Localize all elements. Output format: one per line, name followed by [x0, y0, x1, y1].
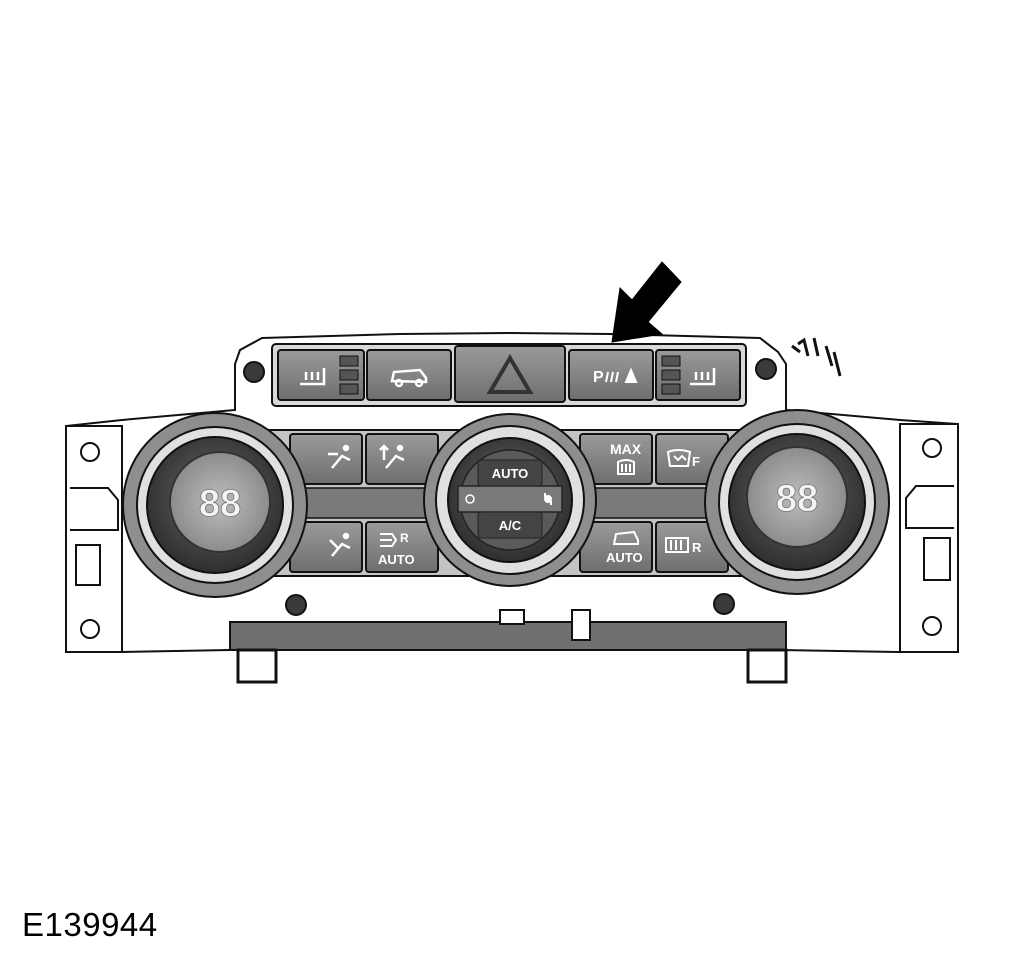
- button-vehicle-mode[interactable]: [366, 349, 452, 401]
- rear-defrost-label: R: [692, 540, 702, 555]
- button-hazard[interactable]: [454, 345, 566, 403]
- center-ac-label: A/C: [499, 518, 522, 533]
- button-heated-seat-right[interactable]: [655, 349, 741, 401]
- left-mount-tab: [65, 425, 123, 653]
- heated-seat-icon: [300, 368, 326, 386]
- right-temperature-display: 88: [776, 478, 818, 520]
- hazard-warning-icon: [486, 354, 534, 394]
- right-display: [746, 446, 848, 548]
- left-lower-hole-icon: [80, 619, 100, 639]
- left-upper-hole-icon: [80, 442, 100, 462]
- callout-arrow-icon: [611, 261, 682, 343]
- center-fan-knob[interactable]: AUTO A/C: [423, 413, 597, 587]
- button-max-defrost[interactable]: MAX: [579, 433, 653, 485]
- parking-aid-icon: [605, 367, 638, 383]
- left-temperature-display: 88: [199, 483, 241, 525]
- rear-defrost-icon: [665, 537, 689, 553]
- button-recirculation-auto[interactable]: R AUTO: [365, 521, 439, 573]
- right-clip: [746, 648, 788, 684]
- max-defrost-label: MAX: [610, 441, 642, 457]
- figure-id: E139944: [22, 906, 158, 943]
- center-auto-label: AUTO: [492, 466, 529, 481]
- left-display: [169, 451, 271, 553]
- button-air-face[interactable]: [289, 433, 363, 485]
- vehicle-auto-icon: [612, 530, 639, 545]
- button-vehicle-auto[interactable]: AUTO: [579, 521, 653, 573]
- right-lower-hole-icon: [922, 616, 942, 636]
- front-defrost-icon: [666, 449, 692, 467]
- fan-high-icon: [544, 493, 552, 505]
- air-distribution-screen-icon: [379, 444, 405, 469]
- vehicle-icon: [390, 368, 428, 388]
- bottom-rail: [229, 621, 787, 651]
- left-temperature-knob[interactable]: 88: [122, 412, 308, 598]
- button-parking-aid[interactable]: P: [568, 349, 654, 401]
- ac-button[interactable]: [477, 511, 543, 539]
- cut-mark: [791, 337, 842, 377]
- auto-button[interactable]: [477, 459, 543, 487]
- screw-icon: [285, 594, 307, 616]
- screw-icon: [713, 593, 735, 615]
- front-defrost-label: F: [692, 454, 700, 469]
- left-clip: [236, 648, 278, 684]
- vehicle-auto-label: AUTO: [606, 550, 643, 565]
- parking-aid-label: P: [593, 369, 604, 386]
- right-temperature-knob[interactable]: 88: [704, 409, 890, 595]
- fan-low-icon: [465, 494, 475, 504]
- button-air-feet[interactable]: [289, 521, 363, 573]
- recirculation-rear-label: R: [400, 531, 409, 545]
- right-upper-hole-icon: [922, 438, 942, 458]
- button-heated-seat-left[interactable]: [277, 349, 365, 401]
- air-distribution-feet-icon: [329, 532, 351, 557]
- screw-icon: [755, 358, 777, 380]
- recirculation-auto-label: AUTO: [378, 552, 415, 567]
- screw-icon: [243, 361, 265, 383]
- max-defrost-icon: [617, 459, 635, 475]
- heated-seat-icon: [690, 368, 716, 386]
- air-distribution-face-icon: [328, 444, 351, 469]
- recirculation-icon: [380, 533, 398, 547]
